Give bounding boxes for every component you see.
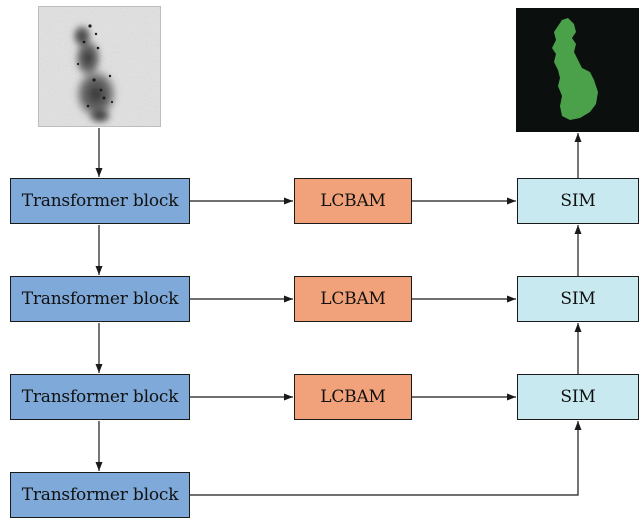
output-mask-image (516, 8, 639, 132)
transformer-block-4-label: Transformer block (21, 485, 179, 505)
lcbam-block-3: LCBAM (294, 374, 412, 420)
input-image (38, 6, 161, 127)
transformer-block-2: Transformer block (10, 276, 190, 322)
transformer-block-3-label: Transformer block (21, 387, 179, 407)
lcbam-block-2-label: LCBAM (320, 289, 386, 309)
transformer-block-1: Transformer block (10, 178, 190, 224)
transformer-block-3: Transformer block (10, 374, 190, 420)
lcbam-block-1: LCBAM (294, 178, 412, 224)
lcbam-block-3-label: LCBAM (320, 387, 386, 407)
sim-block-2: SIM (517, 276, 639, 322)
sim-block-1: SIM (517, 178, 639, 224)
lcbam-block-1-label: LCBAM (320, 191, 386, 211)
segmentation-mask (552, 18, 598, 120)
sim-block-3-label: SIM (560, 387, 596, 407)
lcbam-block-2: LCBAM (294, 276, 412, 322)
sim-block-2-label: SIM (560, 289, 596, 309)
arrow-tb4-to-sim3 (190, 421, 582, 496)
sim-block-1-label: SIM (560, 191, 596, 211)
transformer-block-4: Transformer block (10, 472, 190, 518)
sim-block-3: SIM (517, 374, 639, 420)
transformer-block-1-label: Transformer block (21, 191, 179, 211)
transformer-block-2-label: Transformer block (21, 289, 179, 309)
